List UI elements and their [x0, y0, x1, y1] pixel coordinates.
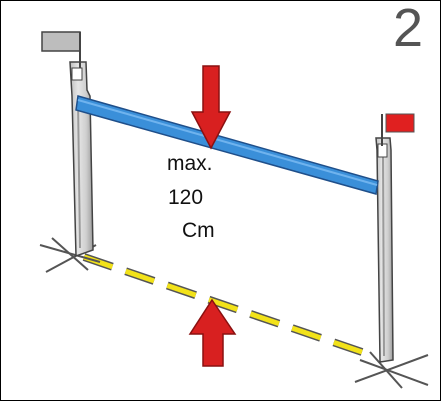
height-label-max: max.: [167, 152, 213, 175]
height-label-value: 120: [168, 186, 204, 209]
lower-bar-dashed: [82, 253, 364, 356]
right-base-stand: [354, 351, 429, 389]
arrow-down-icon: [190, 65, 232, 150]
upper-bar: [75, 95, 379, 195]
left-pole: [69, 61, 94, 258]
grey-flag-icon: [41, 31, 81, 68]
height-label-unit: Cm: [182, 219, 215, 242]
arrow-up-icon: [188, 298, 237, 367]
red-flag-icon: [381, 113, 415, 146]
step-number: 2: [392, 0, 424, 58]
right-pole: [375, 137, 394, 363]
